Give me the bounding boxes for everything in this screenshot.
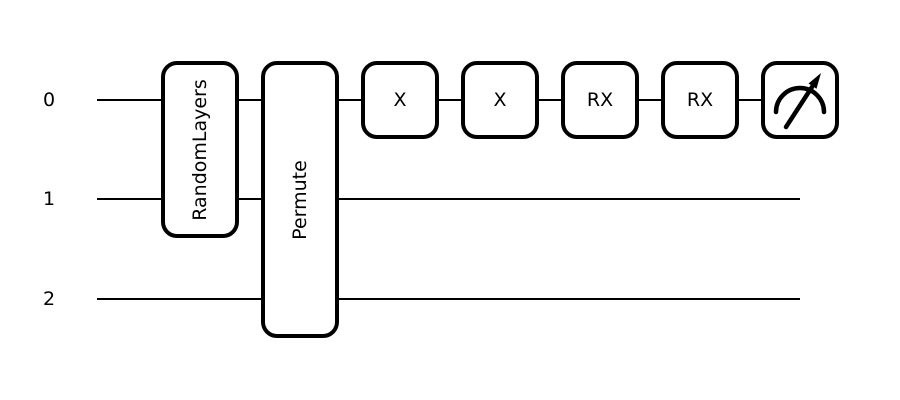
gate-rx-2-label: RX <box>686 89 714 111</box>
gate-randomlayers: RandomLayers <box>161 61 239 238</box>
wire-label-0: 0 <box>42 89 56 111</box>
gate-x-1-label: X <box>393 89 407 111</box>
measurement-box <box>761 61 839 139</box>
gate-randomlayers-label: RandomLayers <box>189 78 212 221</box>
measurement-gauge-icon <box>773 73 827 130</box>
gate-rx-1-label: RX <box>586 89 614 111</box>
wire-line-2 <box>97 298 800 300</box>
gate-permute-label: Permute <box>289 159 312 240</box>
wire-label-2: 2 <box>42 288 56 310</box>
wire-line-1 <box>97 198 800 200</box>
gate-permute: Permute <box>261 61 339 338</box>
gate-x-2-label: X <box>493 89 507 111</box>
gate-x-1: X <box>361 61 439 139</box>
gate-rx-1: RX <box>561 61 639 139</box>
wire-label-1: 1 <box>42 188 56 210</box>
gate-rx-2: RX <box>661 61 739 139</box>
gate-x-2: X <box>461 61 539 139</box>
